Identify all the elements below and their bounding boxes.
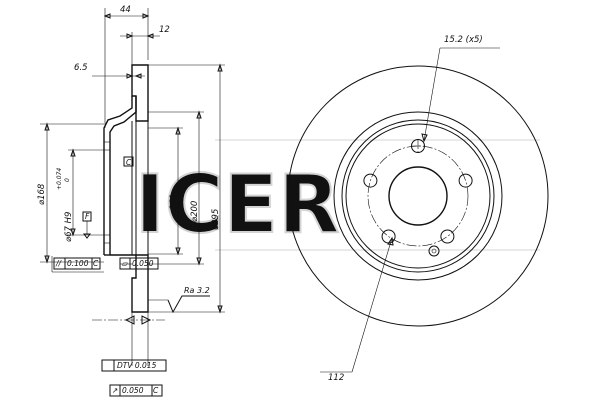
flatness-symbol: ⏥: [122, 259, 128, 268]
parallelism-datum: C: [93, 259, 99, 268]
pitch-circle: [367, 145, 469, 247]
dim-width-friction: 12: [120, 25, 170, 39]
dim-200-label: ⌀200: [190, 201, 200, 222]
hat-circle-inner: [345, 123, 491, 269]
center-bore-circle: [388, 166, 448, 226]
icer-watermark: ICER: [135, 158, 340, 251]
dim-12-label: 12: [159, 25, 170, 35]
datum-c-label: C: [126, 158, 132, 167]
tolerance-parallelism-frame: // 0.100 C: [51, 256, 104, 273]
roughness-label: Ra 3.2: [184, 286, 210, 295]
parallelism-value: 0.100: [67, 259, 89, 268]
runout-symbol: ↗: [112, 386, 118, 395]
tolerance-runout-frame: ↗ 0.050 C: [109, 384, 163, 397]
bore-tolerance-lower: 0: [64, 178, 71, 182]
dim-center-bore: ⌀67 H9 +0.074 0: [56, 148, 104, 242]
tolerance-dtv-frame: DTV 0.015: [101, 340, 167, 372]
dim-outer-diameter: ⌀295: [148, 63, 225, 314]
dim-6-5-label: 6.5: [74, 63, 88, 73]
friction-inner-circle: [333, 111, 503, 281]
dim-hub-diameter: ⌀168: [37, 122, 104, 264]
hat-circle-outer: [341, 119, 495, 273]
pitch-circle-label: 112: [328, 373, 344, 383]
bolt-holes-label: 15.2 (x5): [444, 35, 483, 45]
dim-friction-inner-diameter: ⌀200: [148, 110, 204, 266]
parallelism-symbol: //: [55, 259, 63, 268]
runout-datum: C: [153, 386, 159, 395]
dim-168-label: ⌀168: [37, 183, 47, 205]
surface-roughness-symbol: Ra 3.2: [148, 286, 210, 314]
dim-bolt-holes: 15.2 (x5): [421, 35, 500, 143]
bolt-hole-5: [363, 173, 378, 188]
dim-44-label: 44: [120, 5, 131, 15]
dim-hat-thickness: 6.5: [74, 63, 145, 79]
dim-hat-diameter: ⌀161: [148, 126, 183, 256]
dim-295-label: ⌀295: [211, 209, 221, 230]
dim-67-h9-label: ⌀67 H9: [64, 212, 74, 242]
dim-width-total: 44: [103, 5, 150, 19]
bore-tolerance-upper: +0.074: [56, 168, 63, 190]
dim-161-label: ⌀161: [169, 194, 179, 215]
outer-circle: [287, 65, 549, 327]
bolt-hole-3: [440, 229, 455, 244]
dtv-label: DTV 0.015: [117, 361, 157, 370]
flatness-value: 0.050: [132, 259, 154, 268]
dim-pitch-circle: 112: [320, 236, 394, 383]
locating-hole: [428, 245, 440, 257]
datum-f: F: [82, 211, 92, 239]
tolerance-flatness-frame: ⏥ 0.050: [119, 257, 159, 270]
disc-front-view: [287, 65, 549, 327]
datum-f-label: F: [85, 212, 90, 221]
bolt-hole-2: [458, 173, 473, 188]
runout-value: 0.050: [122, 386, 144, 395]
locating-hole-inner: [431, 248, 437, 254]
